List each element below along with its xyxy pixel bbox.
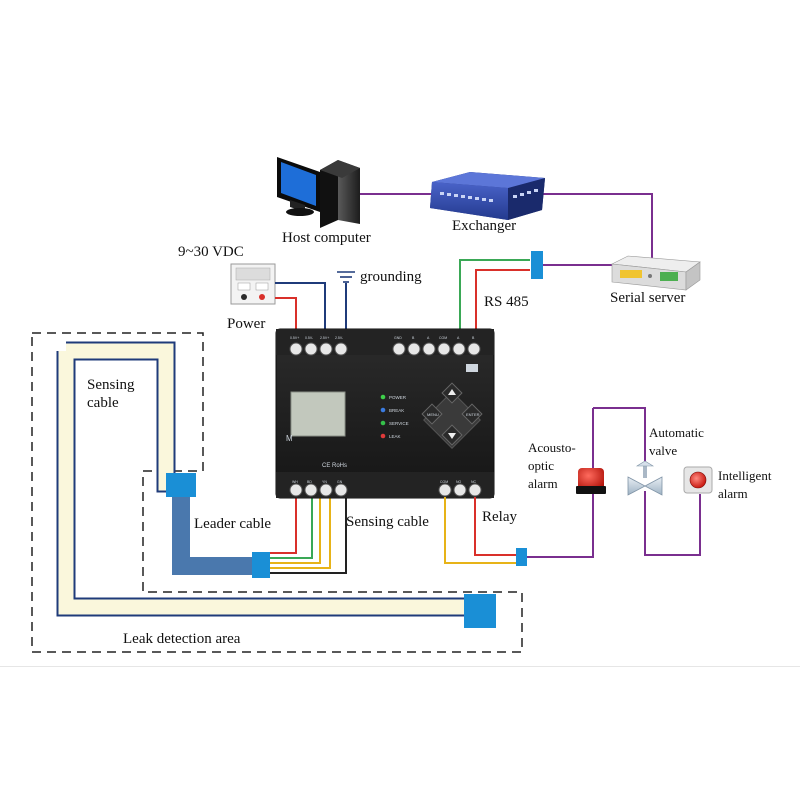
intelligent-alarm-label-line1: Intelligent (718, 468, 772, 483)
exchanger-icon (430, 172, 545, 220)
terminal-label: BD (307, 480, 312, 484)
brand-logo (466, 364, 478, 372)
terminal-label: YN (322, 480, 327, 484)
exchanger-label: Exchanger (452, 218, 516, 234)
acousto-label-line1: Acousto- (528, 440, 576, 455)
power-led (380, 394, 386, 400)
serial-server-icon (610, 255, 701, 291)
bottom-terminals-left (289, 483, 348, 497)
terminal-label: A (457, 336, 460, 340)
enter-button[interactable]: ENTER (466, 412, 480, 417)
terminal-label: B (472, 336, 475, 340)
terminal-label: COM (439, 336, 447, 340)
top-terminals-right (392, 342, 481, 356)
power-label: Power (227, 316, 265, 332)
leak-detection-controller: 0.5V+ 0.5V- 2.5V+ 2.5V- GND B A COM A B … (275, 328, 495, 499)
valve-label-line1: Automatic (649, 425, 704, 440)
led-label-service: SERVICE (389, 421, 409, 426)
sensing-leader-connector (166, 473, 196, 497)
leak-area-outline (31, 332, 523, 653)
voltage-label: 9~30 VDC (178, 244, 244, 260)
acousto-label-line2: optic (528, 458, 554, 473)
sensing-cable-label-line1: Sensing (87, 377, 135, 393)
terminal-label: GND (394, 336, 402, 340)
menu-button[interactable]: MENU (427, 412, 439, 417)
bottom-terminals-right (438, 483, 482, 497)
leak-area-label: Leak detection area (123, 631, 241, 647)
down-arrow-icon[interactable] (448, 433, 456, 439)
rs485-connector (531, 251, 543, 279)
acousto-optic-alarm-icon (576, 468, 606, 494)
acousto-label-line3: alarm (528, 476, 558, 491)
lcd-screen (290, 391, 346, 437)
leader-cable-label: Leader cable (194, 516, 271, 532)
terminal-label: WH (292, 480, 298, 484)
leader-cable (172, 494, 262, 575)
keypad[interactable]: MENU ENTER (421, 382, 483, 449)
host-computer-icon (277, 157, 360, 228)
status-leds: POWER BREAK SERVICE LEAK (380, 394, 409, 439)
terminal-label: 2.5V- (335, 336, 344, 340)
service-led (380, 420, 386, 426)
sensing-cable-label-line2: cable (87, 395, 119, 411)
ce-mark: CE RoHs (322, 463, 347, 469)
automatic-valve-icon (627, 460, 663, 496)
intelligent-alarm-label-line2: alarm (718, 486, 748, 501)
led-label-leak: LEAK (389, 434, 401, 439)
grounding-label: grounding (360, 269, 422, 285)
model-letter: M (286, 434, 293, 443)
leader-device-connector (252, 552, 270, 578)
power-supply (230, 263, 276, 305)
led-label-power: POWER (389, 395, 407, 400)
leak-led (380, 433, 386, 439)
rs485-label: RS 485 (484, 294, 529, 310)
intelligent-alarm-icon (683, 466, 713, 494)
terminal-label: 0.5V+ (290, 336, 299, 340)
relay-connector (516, 548, 527, 566)
break-led (380, 407, 386, 413)
grounding-symbol (337, 271, 355, 283)
terminal-label: GN (337, 480, 343, 484)
terminal-label: NC (471, 480, 477, 484)
top-terminals-left (289, 342, 348, 356)
terminal-label: B (412, 336, 415, 340)
up-arrow-icon[interactable] (448, 389, 456, 395)
valve-label-line2: valve (649, 443, 677, 458)
terminal-label: A (427, 336, 430, 340)
bottom-divider (0, 666, 800, 667)
terminal-label: COM (440, 480, 448, 484)
end-terminal-connector (464, 594, 496, 628)
terminal-label: NO (456, 480, 462, 484)
terminal-label: 2.5V+ (320, 336, 329, 340)
terminal-label: 0.5V- (305, 336, 314, 340)
sensing-wires (270, 497, 347, 574)
led-label-break: BREAK (389, 408, 404, 413)
relay-wires (444, 497, 516, 564)
sensing-cable-label: Sensing cable (346, 514, 429, 530)
serial-server-label: Serial server (610, 290, 685, 306)
relay-label: Relay (482, 509, 517, 525)
host-computer-label: Host computer (282, 230, 371, 246)
